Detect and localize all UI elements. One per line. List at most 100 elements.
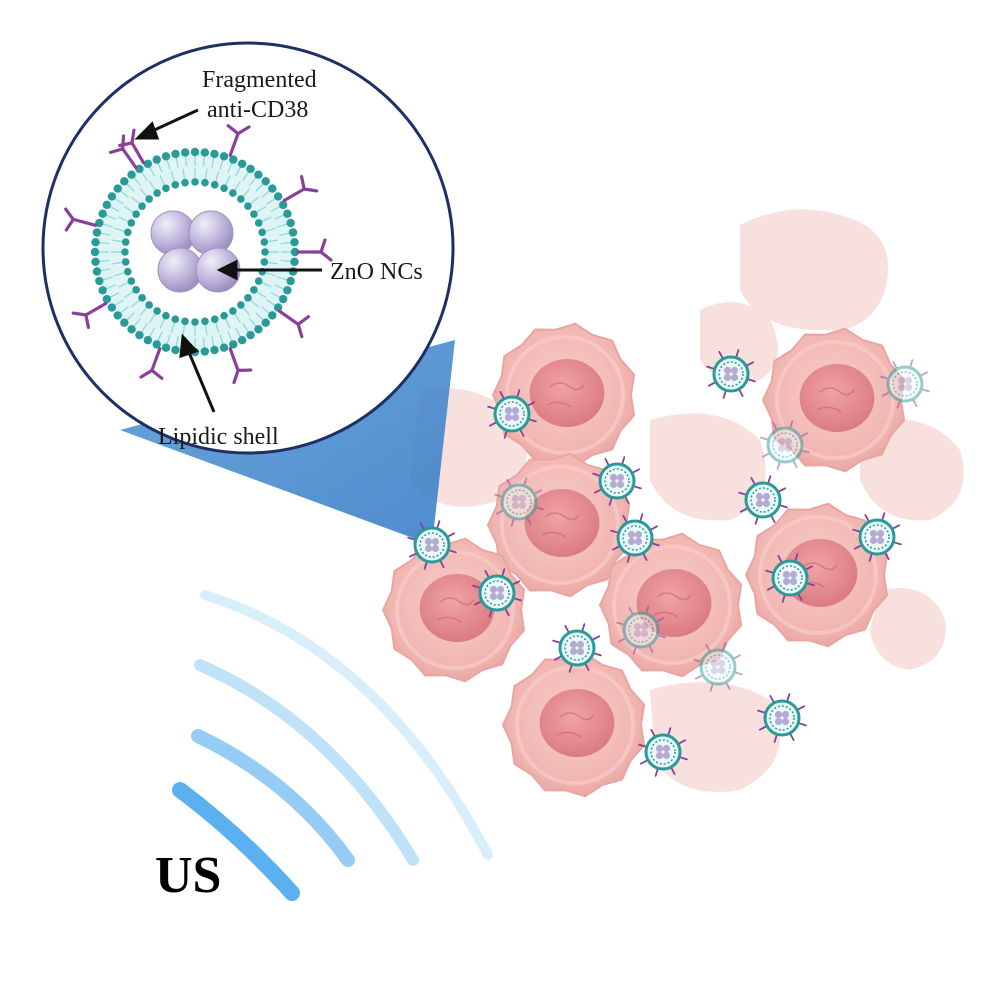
lipid-tail <box>139 306 148 316</box>
lipid-tail <box>204 168 208 180</box>
lipid-tail <box>264 227 276 233</box>
lipid-tail <box>227 162 233 173</box>
lipid-tail <box>114 271 126 277</box>
lipid-head <box>120 177 129 186</box>
lipid-tail <box>233 313 241 323</box>
lipid-tail <box>124 290 134 298</box>
lipid-head <box>162 311 170 320</box>
lipid-tail <box>255 312 265 322</box>
antibody-fragment-icon <box>226 124 251 157</box>
antibody-fragment-icon <box>64 207 98 232</box>
lipid-tail <box>249 299 259 308</box>
lipid-nanoparticle-icon <box>610 513 660 563</box>
magnified-nanoparticle-view: Fragmented anti-CD38 ZnO NCs Lipidic she… <box>41 41 455 455</box>
antibody-label-line1: Fragmented <box>202 67 317 93</box>
lipid-head <box>278 200 288 210</box>
lipid-nanoparticle-icon <box>852 512 902 562</box>
lipid-tail <box>261 216 272 223</box>
lipid-head <box>220 184 228 193</box>
lipid-tail <box>235 327 242 338</box>
lipid-nanoparticle-icon <box>552 623 602 673</box>
lipid-tail <box>277 223 288 228</box>
lipid-head <box>92 267 102 276</box>
lipid-nanoparticle-icon <box>738 475 788 525</box>
lipid-head <box>102 294 112 304</box>
lipid-head <box>246 330 255 340</box>
lipid-tail <box>227 331 233 342</box>
lipid-tail <box>125 182 135 192</box>
lipid-head <box>162 184 170 193</box>
lipid-tail <box>233 181 241 191</box>
antibody-fragment-icon <box>282 175 319 203</box>
tumor-cell-icon <box>501 652 646 798</box>
lipid-head <box>273 192 283 201</box>
lipid-head <box>191 318 199 326</box>
lipid-head <box>210 315 219 323</box>
lipid-head <box>107 303 117 312</box>
lipid-head <box>288 228 298 237</box>
lipid-tail <box>267 239 279 243</box>
lipid-head <box>121 258 130 266</box>
ultrasound-waves <box>172 590 493 901</box>
lipid-head <box>273 303 283 312</box>
lipid-tail <box>148 327 155 338</box>
ultrasound-wave-icon <box>172 782 300 901</box>
lipid-tail <box>131 299 141 308</box>
lipid-tail <box>124 206 134 214</box>
lipid-tail <box>99 268 111 272</box>
lipid-tail <box>249 318 257 328</box>
lipid-tail <box>139 188 148 198</box>
lipid-tail <box>270 205 281 212</box>
lipid-tail <box>109 292 120 299</box>
lipid-head <box>145 301 153 309</box>
lipid-head <box>246 164 255 174</box>
lipid-tail <box>219 334 224 345</box>
lipid-tail <box>255 182 265 192</box>
ultrasound-wave-icon <box>191 729 355 867</box>
lipid-tail <box>184 155 188 167</box>
lipid-head <box>201 178 209 187</box>
lipid-tail <box>175 156 179 168</box>
lipid-tail <box>224 175 231 186</box>
lipid-head <box>283 286 292 295</box>
lipid-head <box>132 210 140 218</box>
lipid-nanoparticle-icon <box>880 359 930 409</box>
lipid-head <box>200 148 210 157</box>
lipid-tail <box>159 175 166 186</box>
lipid-head <box>127 277 136 285</box>
lipidic-shell <box>90 147 300 357</box>
lipid-nanoparticle-icon <box>487 389 537 439</box>
lipid-head <box>268 311 277 320</box>
lipid-tail <box>242 306 251 316</box>
lipid-head <box>210 149 219 159</box>
lipid-tail <box>125 312 135 322</box>
lipid-tail <box>159 318 166 329</box>
cell-nucleus <box>529 359 605 427</box>
tumor-cell-cluster <box>381 322 906 798</box>
lipid-tail <box>214 171 220 183</box>
lipid-tail <box>274 214 285 220</box>
lipid-tail <box>256 290 266 298</box>
lipid-head <box>286 276 295 286</box>
lipid-tail <box>170 321 176 333</box>
lipid-tail <box>170 171 176 183</box>
lipid-tail <box>249 196 259 205</box>
lipid-head <box>290 257 299 267</box>
lipid-head <box>244 202 252 210</box>
lipid-tail <box>261 190 271 198</box>
lipid-head <box>98 209 107 218</box>
lipid-head <box>290 247 300 257</box>
lipid-head <box>138 294 146 302</box>
lipid-head <box>95 218 104 228</box>
lipid-tail <box>149 181 157 191</box>
lipid-head <box>171 149 180 159</box>
background-tissue <box>410 209 964 792</box>
lipid-tail <box>119 190 129 198</box>
lipid-head <box>219 152 229 161</box>
cell-nucleus <box>524 489 600 557</box>
zno-sphere <box>157 247 203 293</box>
lipid-head <box>250 286 258 294</box>
ultrasound-wave-icon <box>200 590 493 860</box>
lipid-head <box>260 238 269 246</box>
lipid-head <box>200 347 210 356</box>
